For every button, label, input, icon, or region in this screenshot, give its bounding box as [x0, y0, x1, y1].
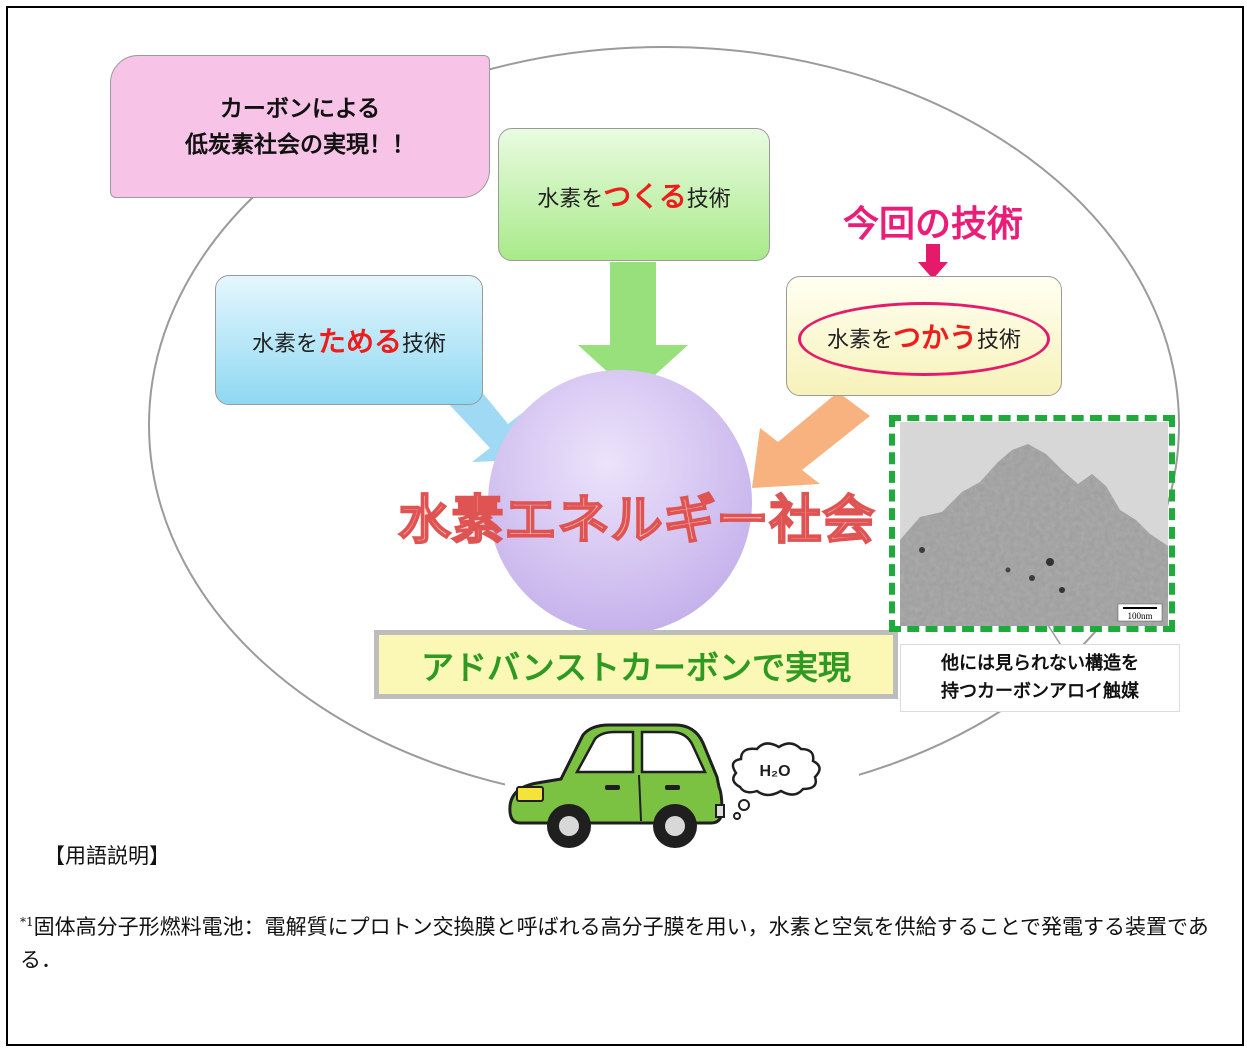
- advanced-carbon-banner: アドバンストカーボンで実現: [374, 630, 898, 699]
- hydrogen-society-sphere: [488, 370, 752, 634]
- caption-line-2: 持つカーボンアロイ触媒: [941, 681, 1139, 702]
- car-front-window: [574, 730, 635, 774]
- car-headlight: [516, 786, 544, 802]
- low-carbon-society-callout: カーボンによる 低炭素社会の実現！！: [110, 55, 490, 198]
- hydrogen-society-title: 水素エネルギー社会: [397, 490, 876, 552]
- store-hydrogen-label: 水素をためる技術: [251, 325, 447, 358]
- store-hydrogen-box: 水素をためる技術: [215, 275, 483, 405]
- definition-text: 固体高分子形燃料電池：電解質にプロトン交換膜と呼ばれる高分子膜を用い，水素と空気…: [20, 915, 1209, 972]
- arrow-use-to-center: [752, 392, 870, 488]
- callout-line-1: カーボンによる: [219, 95, 381, 122]
- callout-line-2: 低炭素社会の実現！！: [185, 131, 415, 158]
- arrow-make-to-center: [578, 262, 688, 395]
- car-rear-window: [640, 730, 707, 774]
- glossary-definition: *1固体高分子形燃料電池：電解質にプロトン交換膜と呼ばれる高分子膜を用い，水素と…: [20, 906, 1240, 977]
- h2o-label: H₂O: [759, 763, 790, 780]
- exhaust-cloud: [731, 742, 821, 797]
- footnote-marker: *1: [20, 915, 34, 929]
- catalyst-caption: 他には見られない構造を 持つカーボンアロイ触媒: [900, 644, 1180, 712]
- fuel-cell-car-illustration: H₂O: [505, 715, 859, 860]
- make-hydrogen-box: 水素をつくる技術: [498, 128, 770, 261]
- current-tech-label: 今回の技術: [842, 204, 1023, 245]
- store-verb: ためる: [317, 325, 402, 358]
- make-verb: つくる: [603, 179, 687, 213]
- tem-micrograph: 100nm: [900, 422, 1168, 626]
- scale-bar-label: 100nm: [1127, 611, 1152, 621]
- use-highlight-ring: [798, 302, 1050, 376]
- make-hydrogen-label: 水素をつくる技術: [537, 179, 731, 213]
- glossary-title: 【用語説明】: [44, 844, 170, 868]
- current-tech-arrow: [918, 244, 948, 279]
- micrograph-frame: [889, 415, 1175, 632]
- advanced-carbon-label: アドバンストカーボンで実現: [421, 647, 851, 687]
- caption-line-1: 他には見られない構造を: [941, 653, 1139, 674]
- page-frame: [6, 6, 1244, 1046]
